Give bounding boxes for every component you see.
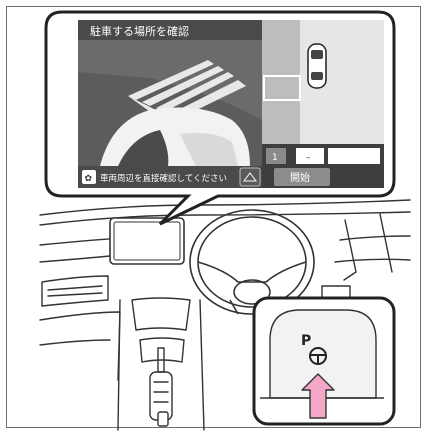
gear-icon[interactable]: ✿ — [85, 174, 93, 184]
slot-dash[interactable]: – — [306, 153, 311, 163]
overhead-car-icon — [308, 44, 326, 88]
slot-number[interactable]: 1 — [272, 153, 278, 163]
status-message: 車両周辺を直接確認してください — [100, 173, 227, 184]
park-button-label: P — [301, 333, 311, 349]
start-button[interactable]: 開始 — [290, 171, 310, 184]
button-inset: P — [254, 298, 394, 424]
console-switch — [158, 412, 168, 426]
camera-screen: 駐車する場所を確認 ✿ 車両周辺を直接確認してください 1 – 開始 — [78, 20, 384, 188]
screen-title: 駐車する場所を確認 — [90, 24, 189, 38]
dash-display — [110, 218, 184, 264]
